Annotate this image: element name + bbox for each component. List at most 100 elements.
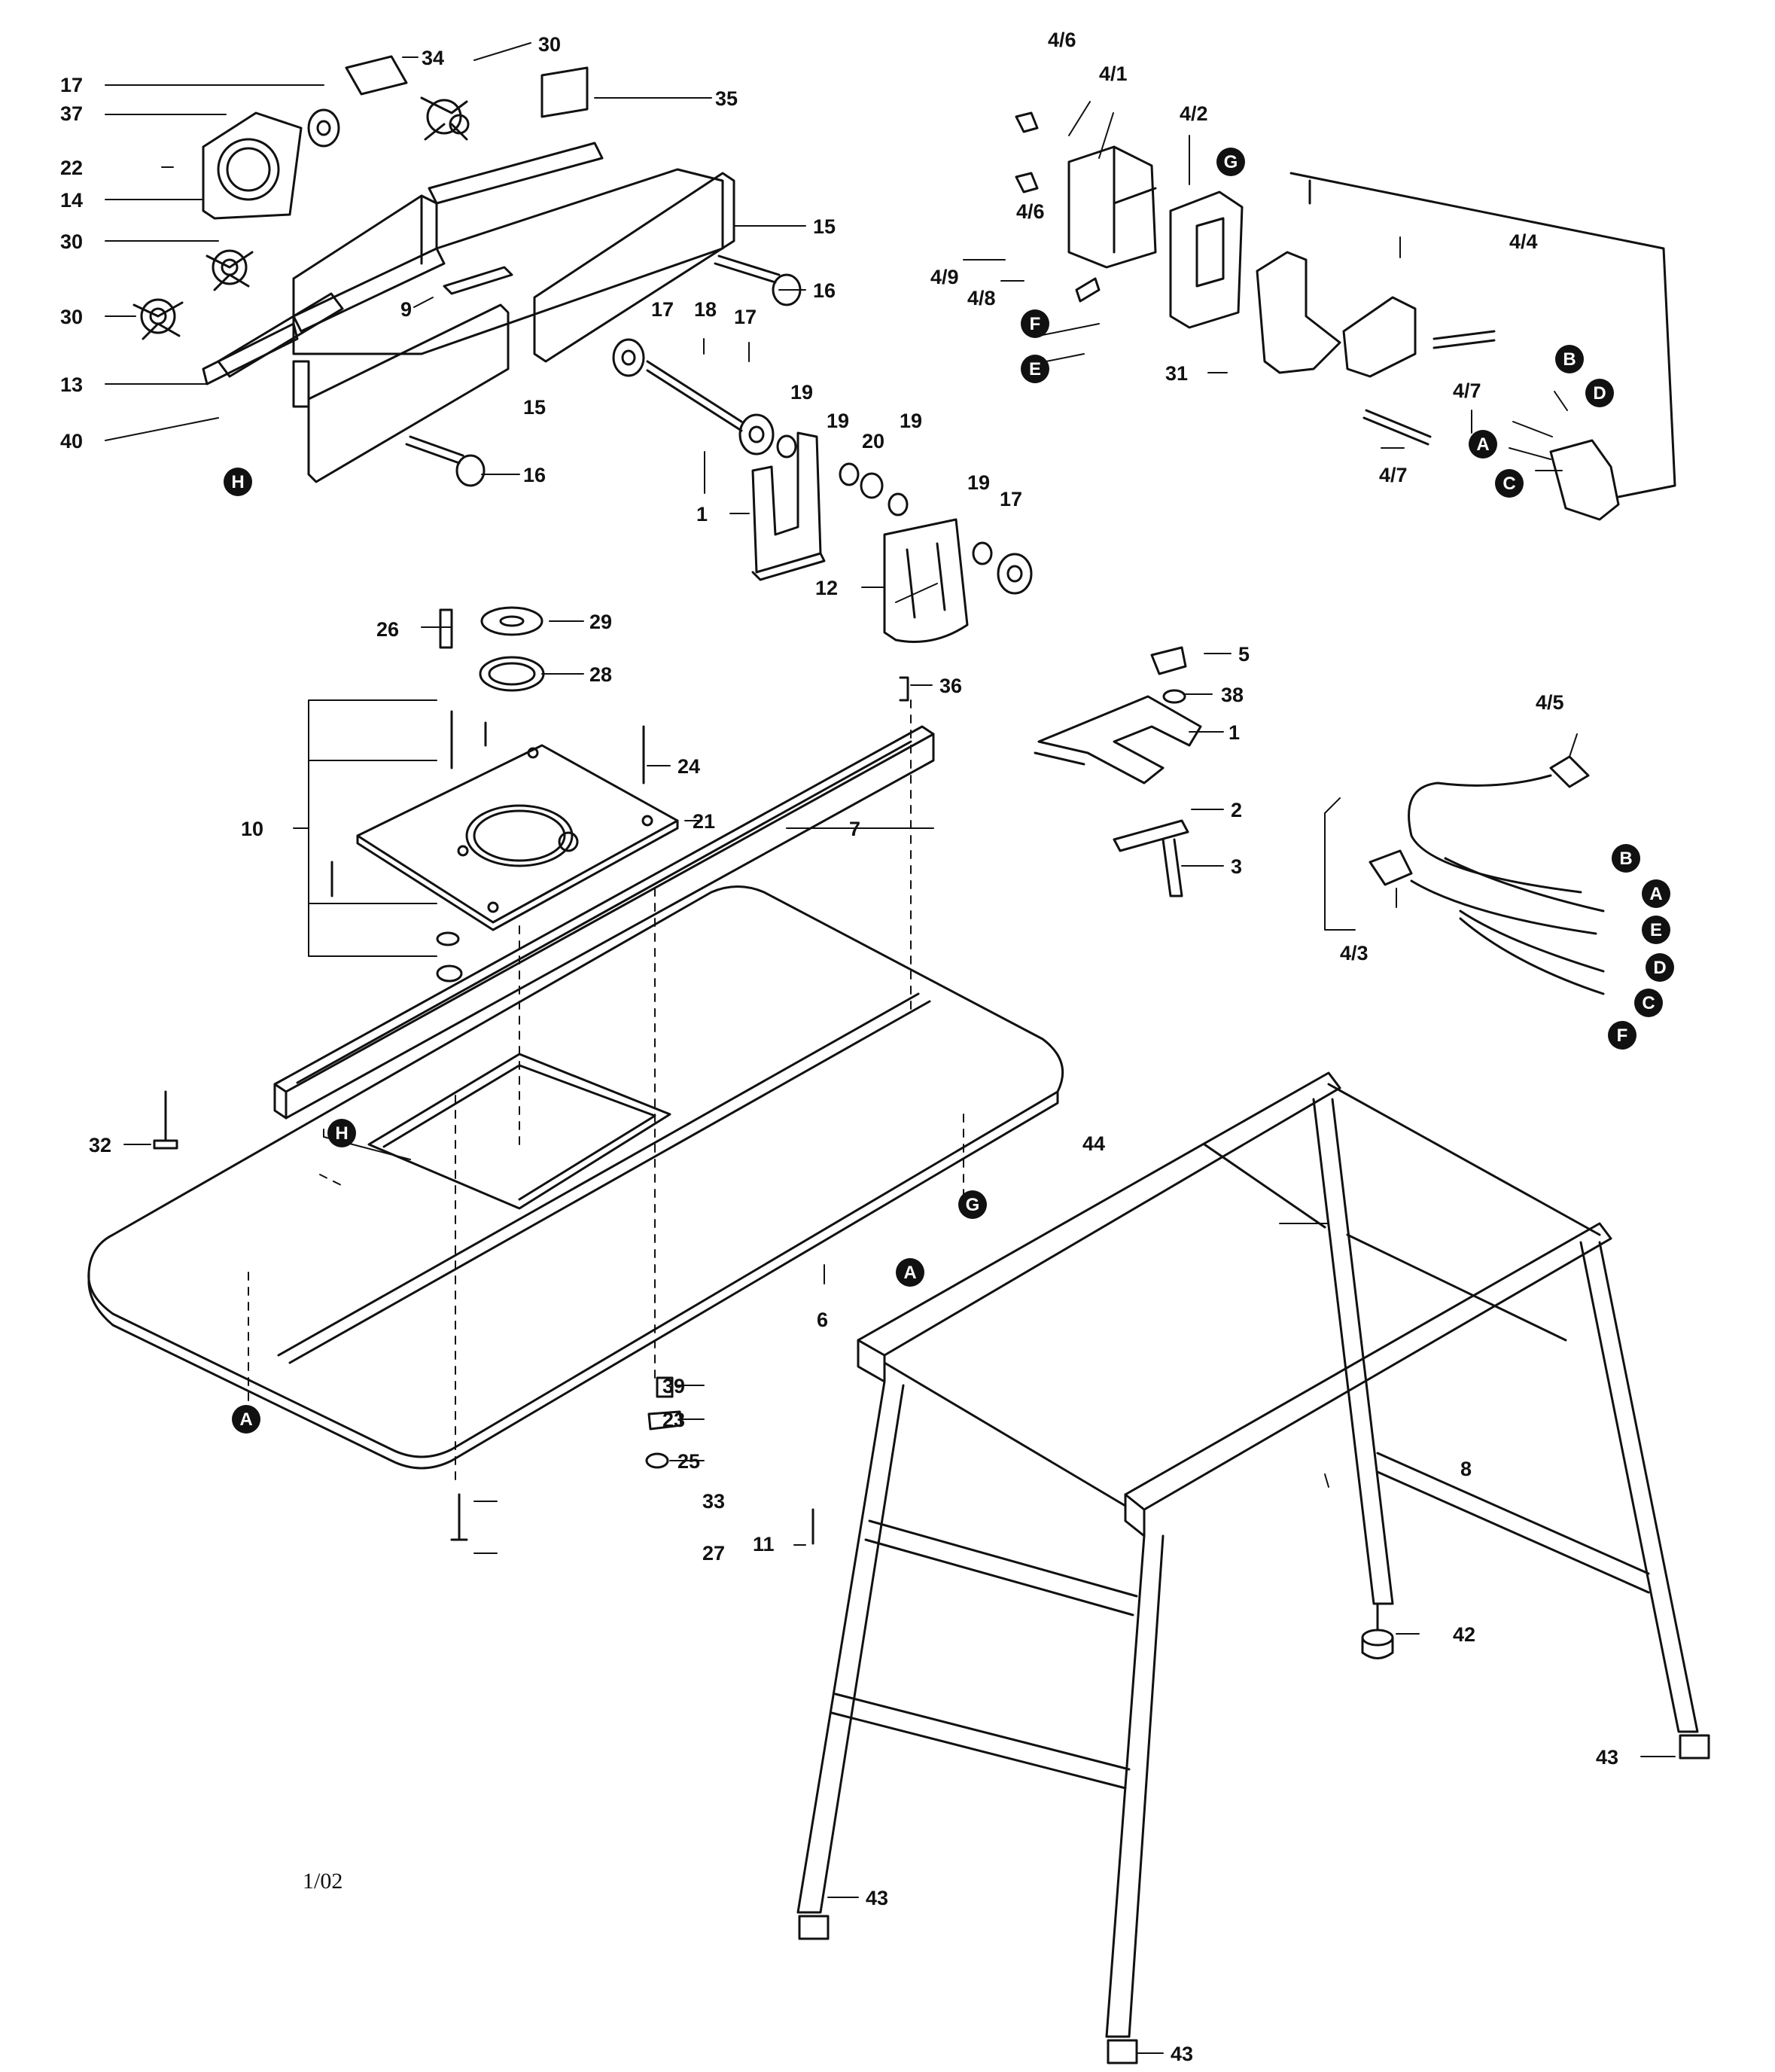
part-number-label: 6	[817, 1309, 828, 1331]
star-knobs-drawing	[132, 96, 470, 340]
connector-marker: F	[1608, 1021, 1636, 1050]
connector-marker-letter: D	[1593, 383, 1606, 404]
connector-marker-circle	[1555, 345, 1584, 373]
part-number-label: 3	[1231, 855, 1242, 878]
part-number-label: 40	[60, 430, 83, 452]
part-number-label: 19	[900, 410, 922, 432]
connector-marker-letter: G	[1224, 152, 1238, 172]
connector-marker-letter: H	[231, 472, 244, 492]
connector-marker-circle	[1469, 430, 1497, 459]
connector-marker: A	[1469, 430, 1497, 459]
connector-marker: D	[1646, 953, 1674, 982]
connector-marker-letter: E	[1029, 359, 1041, 379]
connector-marker-circle	[1021, 309, 1049, 338]
connector-marker: G	[1216, 148, 1245, 176]
part-number-label: 17	[651, 298, 674, 321]
connector-marker: B	[1612, 844, 1640, 873]
part-number-label: 19	[827, 410, 849, 432]
connector-marker: B	[1555, 345, 1584, 373]
part-number-label: 43	[1171, 2043, 1193, 2065]
part-number-label: 11	[753, 1533, 775, 1556]
part-number-label: 23	[662, 1409, 685, 1431]
connector-marker: C	[1495, 469, 1524, 498]
part-number-label: 44	[1082, 1132, 1105, 1155]
connector-marker-letter: B	[1619, 849, 1632, 869]
connector-marker: A	[896, 1258, 924, 1287]
part-number-label: 37	[60, 102, 83, 125]
part-number-label: 4/7	[1453, 379, 1481, 402]
connector-marker: D	[1585, 379, 1614, 407]
part-number-label: 4/8	[967, 287, 996, 309]
part-number-label: 4/1	[1099, 62, 1128, 85]
connector-marker-letter: C	[1642, 993, 1655, 1013]
connector-marker-letter: A	[1649, 884, 1662, 904]
switch-box-drawing	[1015, 111, 1676, 521]
connector-marker: G	[958, 1190, 987, 1219]
fence-assembly-drawing	[202, 55, 735, 483]
insert-plate-drawing	[356, 744, 679, 931]
part-number-label: 30	[60, 306, 83, 328]
part-number-label: 25	[677, 1450, 700, 1473]
power-cord-drawing	[1369, 755, 1605, 995]
part-number-label: 17	[1000, 488, 1022, 510]
part-number-label: 4/6	[1016, 200, 1045, 223]
connector-marker-letter: H	[335, 1123, 348, 1144]
part-number-label: 24	[677, 755, 700, 778]
part-number-label: 29	[589, 611, 612, 633]
fasteners-drawing	[307, 108, 1033, 595]
part-number-label: 19	[967, 471, 990, 494]
connector-marker: F	[1021, 309, 1049, 338]
connector-marker-letter: A	[239, 1409, 252, 1430]
connector-marker: C	[1634, 989, 1663, 1017]
part-number-label: 30	[60, 230, 83, 253]
connector-marker-circle	[1021, 355, 1049, 383]
part-number-label: 17	[60, 74, 83, 96]
part-number-label: 28	[589, 663, 612, 686]
horizontal-featherboard-drawing	[1034, 646, 1202, 897]
part-number-label: 18	[694, 298, 717, 321]
part-number-label: 43	[1596, 1746, 1618, 1769]
part-number-label: 13	[60, 373, 83, 396]
feet-drawing	[798, 1602, 1710, 2064]
connector-marker-circle	[1585, 379, 1614, 407]
part-number-label: 4/3	[1340, 942, 1369, 964]
featherboard-and-guard-drawing	[751, 431, 969, 643]
part-number-label: 4/4	[1509, 230, 1538, 253]
part-number-label: 4/2	[1180, 102, 1208, 125]
part-number-label: 5	[1238, 643, 1250, 666]
connector-marker-circle	[232, 1405, 260, 1434]
part-number-label: 4/9	[930, 266, 959, 288]
connector-marker-circle	[896, 1258, 924, 1287]
part-number-label: 26	[376, 618, 399, 641]
part-number-label: 21	[693, 810, 715, 833]
part-number-label: 38	[1221, 684, 1244, 706]
date-code: 1/02	[303, 1869, 343, 1894]
connector-marker-circle	[1642, 916, 1670, 944]
connector-marker-circle	[1646, 953, 1674, 982]
part-number-label: 1	[696, 503, 708, 526]
part-number-label: 8	[1460, 1458, 1472, 1480]
part-number-label: 2	[1231, 799, 1242, 821]
connector-marker-letter: B	[1563, 349, 1576, 370]
connector-marker: A	[232, 1405, 260, 1434]
part-number-label: 42	[1453, 1623, 1475, 1646]
connector-marker: H	[224, 468, 252, 496]
part-number-label: 30	[538, 33, 561, 56]
part-number-label: 7	[849, 818, 860, 840]
connector-marker: A	[1642, 879, 1670, 908]
part-number-label: 22	[60, 157, 83, 179]
part-number-label: 27	[702, 1542, 725, 1565]
connector-marker-circle	[1642, 879, 1670, 908]
connector-marker-circle	[1612, 844, 1640, 873]
connector-marker-circle	[327, 1119, 356, 1147]
connector-marker-circle	[224, 468, 252, 496]
part-number-label: 4/5	[1536, 691, 1564, 714]
part-number-label: 1	[1228, 721, 1240, 744]
part-number-label: 10	[241, 818, 263, 840]
connector-marker-circle	[1216, 148, 1245, 176]
part-number-label: 39	[662, 1375, 685, 1397]
part-number-label: 16	[813, 279, 836, 302]
part-number-label: 35	[715, 87, 738, 110]
